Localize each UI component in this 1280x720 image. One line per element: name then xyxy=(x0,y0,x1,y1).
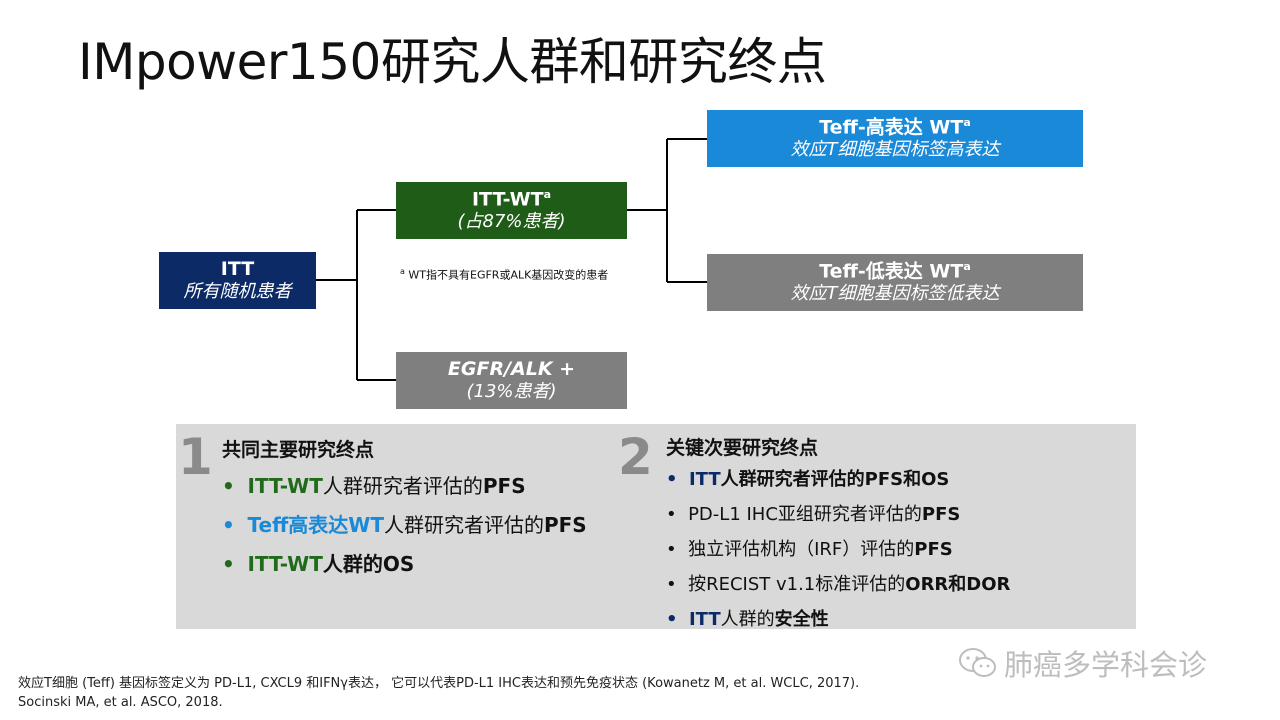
primary-item-1-part3: PFS xyxy=(482,474,526,498)
secondary-item-4-part1: 按RECIST v1.1标准评估的 xyxy=(688,574,906,595)
primary-item-3: • ITT-WT人群的OS xyxy=(222,548,414,577)
reference-line-1: 效应T细胞 (Teff) 基因标签定义为 PD-L1, CXCL9 和IFNγ表… xyxy=(18,676,860,691)
wt-footnote-sup: a xyxy=(400,267,405,276)
secondary-item-5-part2: 人群的 xyxy=(720,609,775,630)
itt-wt-sublabel: (占87%患者) xyxy=(457,211,566,233)
secondary-item-1-part1: ITT xyxy=(688,469,721,490)
secondary-item-2-part2: PFS xyxy=(921,504,961,525)
secondary-title: 关键次要研究终点 xyxy=(666,437,819,459)
primary-item-1-part2: 人群研究者评估的 xyxy=(322,474,483,498)
primary-item-2: • Teff高表达WT人群研究者评估的PFS xyxy=(222,509,587,538)
secondary-item-3-part1: 独立评估机构（IRF）评估的 xyxy=(688,539,915,560)
primary-item-1: • ITT-WT人群研究者评估的PFS xyxy=(222,470,526,499)
teff-high-label: Teff-高表达 WT xyxy=(819,116,964,139)
itt-wt-label: ITT-WT xyxy=(471,188,544,211)
bullet: • xyxy=(666,609,678,630)
secondary-item-1: • ITT人群研究者评估的PFS和OS xyxy=(666,465,949,491)
bullet: • xyxy=(222,552,235,576)
page-title: IMpower150研究人群和研究终点 xyxy=(78,33,827,91)
primary-item-2-part3: PFS xyxy=(543,513,587,537)
secondary-item-4-part2: ORR和DOR xyxy=(905,574,1011,595)
teff-low-label: Teff-低表达 WT xyxy=(819,260,964,283)
secondary-item-5-part3: 安全性 xyxy=(774,609,829,630)
wt-footnote-text: WT指不具有EGFR或ALK基因改变的患者 xyxy=(404,268,609,282)
watermark-text: 肺癌多学科会诊 xyxy=(1004,648,1208,682)
secondary-item-5: • ITT人群的安全性 xyxy=(666,605,829,631)
reference-line-2: Socinski MA, et al. ASCO, 2018. xyxy=(18,695,223,710)
egfr-alk-sublabel: (13%患者) xyxy=(466,381,557,403)
secondary-item-2-part1: PD-L1 IHC亚组研究者评估的 xyxy=(688,504,922,525)
bullet: • xyxy=(666,574,677,595)
references: 效应T细胞 (Teff) 基因标签定义为 PD-L1, CXCL9 和IFNγ表… xyxy=(18,674,859,712)
bullet: • xyxy=(666,504,677,525)
primary-item-2-part2: 人群研究者评估的 xyxy=(383,513,544,537)
secondary-item-3-part2: PFS xyxy=(914,539,953,560)
egfr-alk-label: EGFR/ALK + xyxy=(447,358,576,381)
bullet: • xyxy=(666,469,678,490)
wechat-icon xyxy=(959,648,996,677)
primary-item-1-part1: ITT-WT xyxy=(247,474,323,498)
teff-high-box: Teff-高表达 WTa 效应T细胞基因标签高表达 xyxy=(707,110,1083,167)
itt-sublabel: 所有随机患者 xyxy=(183,281,292,303)
secondary-number: 2 xyxy=(618,428,653,486)
teff-low-box: Teff-低表达 WTa 效应T细胞基因标签低表达 xyxy=(707,254,1083,311)
bullet: • xyxy=(666,539,677,560)
teff-high-sublabel: 效应T细胞基因标签高表达 xyxy=(790,139,1000,161)
itt-label: ITT xyxy=(220,258,255,281)
secondary-item-4: • 按RECIST v1.1标准评估的ORR和DOR xyxy=(666,570,1010,596)
endpoints-panel: 1 共同主要研究终点 • ITT-WT人群研究者评估的PFS • Teff高表达… xyxy=(176,424,1136,631)
itt-wt-box: ITT-WTa (占87%患者) xyxy=(396,182,627,239)
egfr-alk-box: EGFR/ALK + (13%患者) xyxy=(396,352,627,409)
secondary-item-1-part2: 人群研究者评估的PFS和OS xyxy=(720,469,950,490)
secondary-item-2: • PD-L1 IHC亚组研究者评估的PFS xyxy=(666,500,960,526)
itt-box: ITT 所有随机患者 xyxy=(159,252,316,309)
primary-item-3-part2: 人群的OS xyxy=(322,552,415,576)
primary-number: 1 xyxy=(178,428,213,486)
watermark: 肺癌多学科会诊 xyxy=(958,642,1207,684)
primary-item-3-part1: ITT-WT xyxy=(247,552,323,576)
bullet: • xyxy=(222,474,235,498)
secondary-item-5-part1: ITT xyxy=(688,609,721,630)
teff-high-sup: a xyxy=(963,116,971,130)
primary-item-2-part1: Teff高表达WT xyxy=(247,513,384,537)
itt-wt-sup: a xyxy=(543,188,552,202)
teff-low-sup: a xyxy=(963,260,971,274)
bullet: • xyxy=(222,513,235,537)
teff-low-sublabel: 效应T细胞基因标签低表达 xyxy=(790,283,1000,305)
wt-footnote: a WT指不具有EGFR或ALK基因改变的患者 xyxy=(400,264,640,283)
secondary-item-3: • 独立评估机构（IRF）评估的PFS xyxy=(666,535,953,561)
primary-title: 共同主要研究终点 xyxy=(222,439,375,461)
